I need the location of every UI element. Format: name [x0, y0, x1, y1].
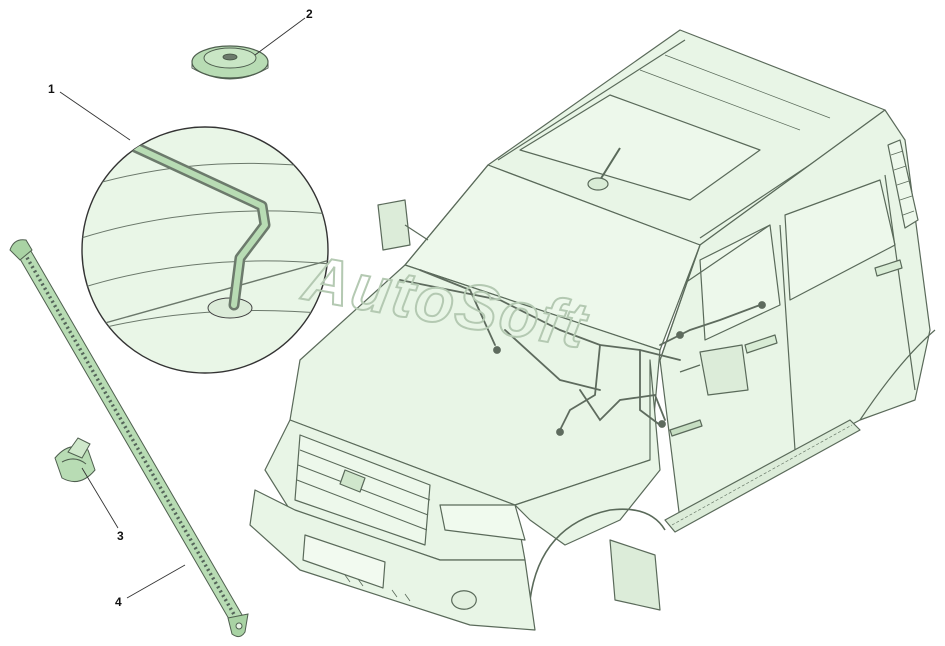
harness-branch-b: [559, 344, 661, 431]
harness-connector-5: [676, 331, 684, 339]
harness-branch-c: [659, 304, 761, 346]
fender-badge: [669, 419, 703, 437]
rear-wheel-arch: [859, 329, 936, 421]
harness-connector-3: [658, 420, 666, 428]
roof-rib: [639, 54, 831, 131]
mud-flap: [609, 539, 661, 611]
harness-connector-1: [493, 346, 501, 354]
vent-slats: [890, 150, 915, 216]
detail-harness-highlight: [117, 137, 268, 308]
cable-tie-part: [9, 239, 249, 638]
side-step-tread: [671, 424, 853, 526]
mirror-left-arm: [404, 224, 429, 241]
clip-tab: [67, 437, 91, 459]
fog-light: [451, 590, 477, 610]
harness-main: [399, 279, 681, 361]
headlight: [439, 504, 526, 541]
front-wheel-arch: [529, 508, 666, 601]
grommet-center: [222, 53, 238, 61]
door-handle-rear: [874, 259, 903, 277]
detail-body-edge: [82, 259, 328, 331]
detail-view: [81, 126, 329, 374]
detail-body-contour: [82, 127, 328, 336]
leader-line-2: [254, 17, 306, 56]
leader-line-4: [126, 564, 186, 599]
callout-layer: [59, 17, 306, 599]
callout-label-1: 1: [48, 82, 55, 96]
cable-tie-teeth: [20, 248, 241, 624]
clip-inner: [61, 458, 87, 465]
harness-routing: [399, 269, 766, 436]
mirror-right-arm: [679, 364, 701, 373]
harness-connector-4: [758, 301, 766, 309]
mirror-right: [699, 344, 749, 396]
leader-line-1: [59, 91, 131, 141]
grommet-rim: [191, 62, 269, 80]
cable-tie-tail-hole: [235, 622, 243, 630]
side-step: [664, 419, 861, 533]
antenna-base: [587, 177, 609, 191]
grille-bars: [296, 449, 431, 531]
cable-tie-head: [9, 239, 33, 261]
callout-label-3: 3: [117, 529, 124, 543]
sunroof: [519, 94, 761, 201]
leader-line-3: [81, 467, 119, 529]
front-fender: [514, 359, 661, 546]
harness-branch-d: [579, 389, 666, 422]
vehicle-body: [249, 29, 936, 631]
door-handle-front: [744, 334, 778, 354]
detail-circle: [81, 126, 329, 374]
callout-label-4: 4: [115, 595, 122, 609]
license-plate-area: [302, 534, 386, 589]
grille-badge: [339, 469, 366, 493]
roof-antenna: [599, 147, 621, 181]
callout-label-2: 2: [306, 7, 313, 21]
bumper-vent: [344, 574, 411, 602]
front-door-window: [699, 224, 781, 341]
rear-vent: [887, 139, 919, 229]
clip-part: [54, 437, 96, 483]
grommet-part: [191, 45, 269, 80]
harness-connector-2: [556, 428, 564, 436]
harness-branch-a: [419, 269, 601, 391]
mirror-left: [377, 199, 411, 251]
